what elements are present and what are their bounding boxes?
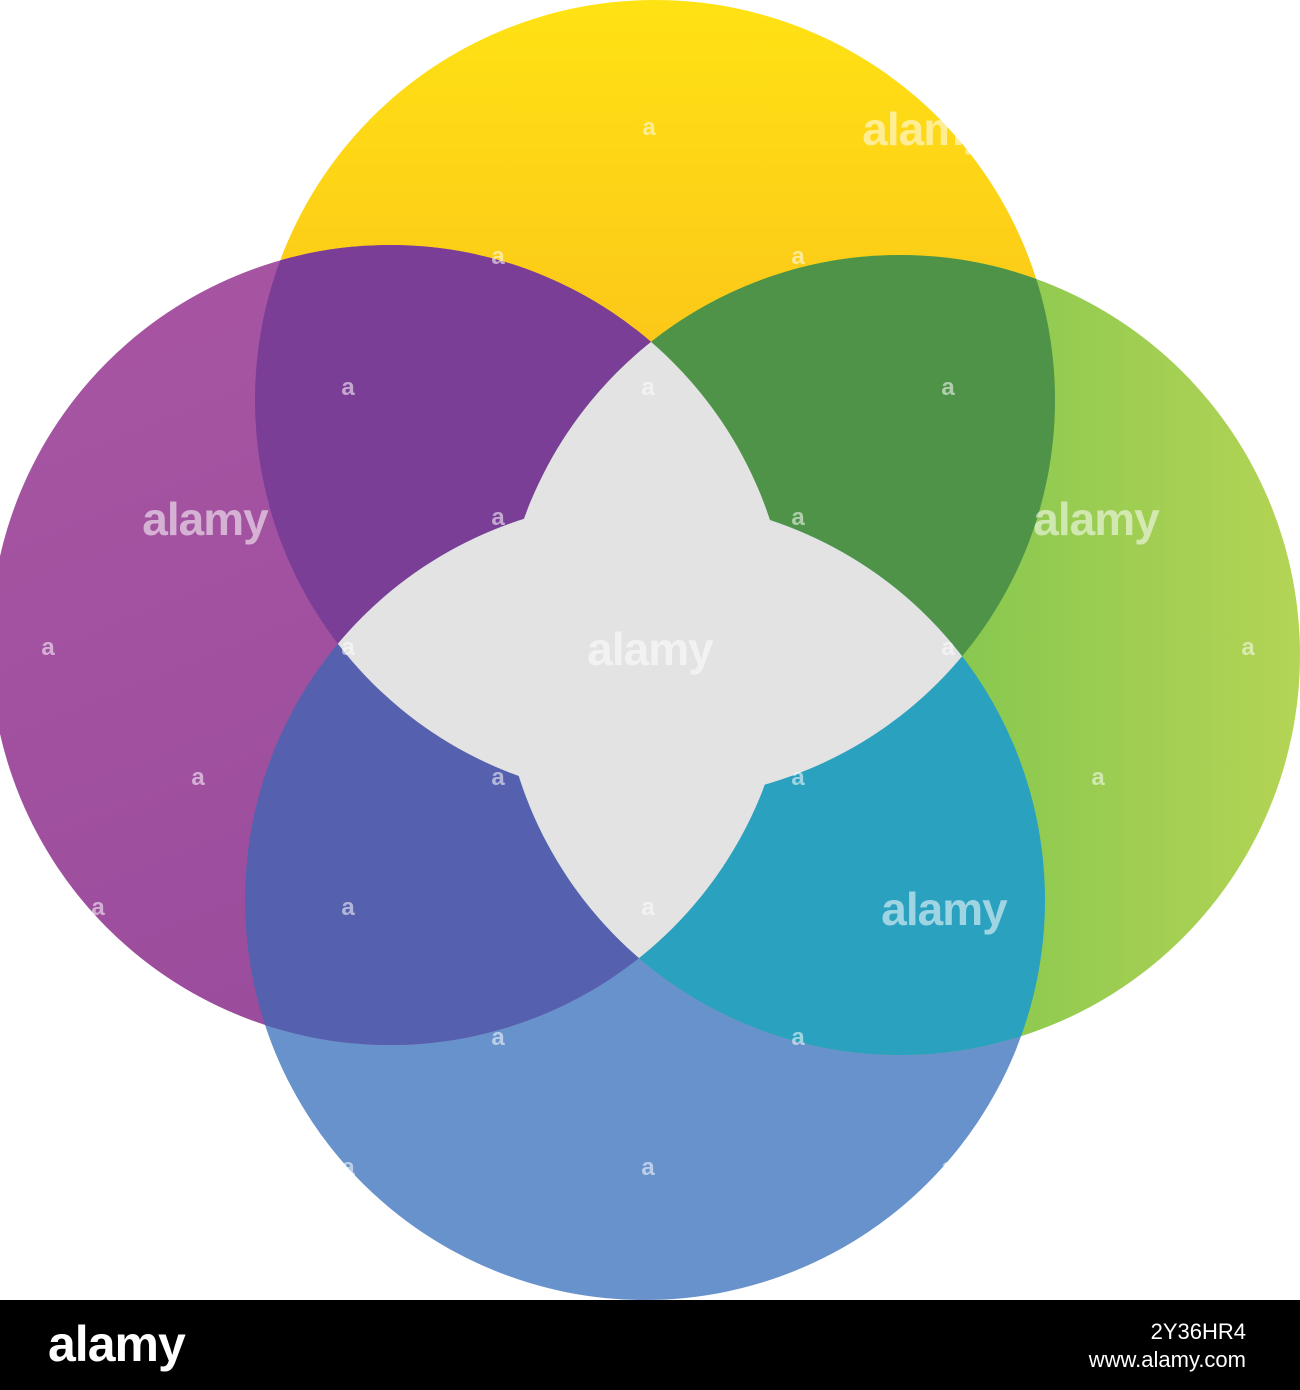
- overlapping-circles-diagram: alamy alamy alamy alamy alamy a a a a a …: [0, 0, 1300, 1300]
- footer-bar: alamy 2Y36HR4 www.alamy.com: [0, 1300, 1300, 1390]
- image-id: 2Y36HR4: [1150, 1319, 1246, 1344]
- site-url: www.alamy.com: [1088, 1347, 1246, 1372]
- alamy-logo: alamy: [48, 1316, 186, 1372]
